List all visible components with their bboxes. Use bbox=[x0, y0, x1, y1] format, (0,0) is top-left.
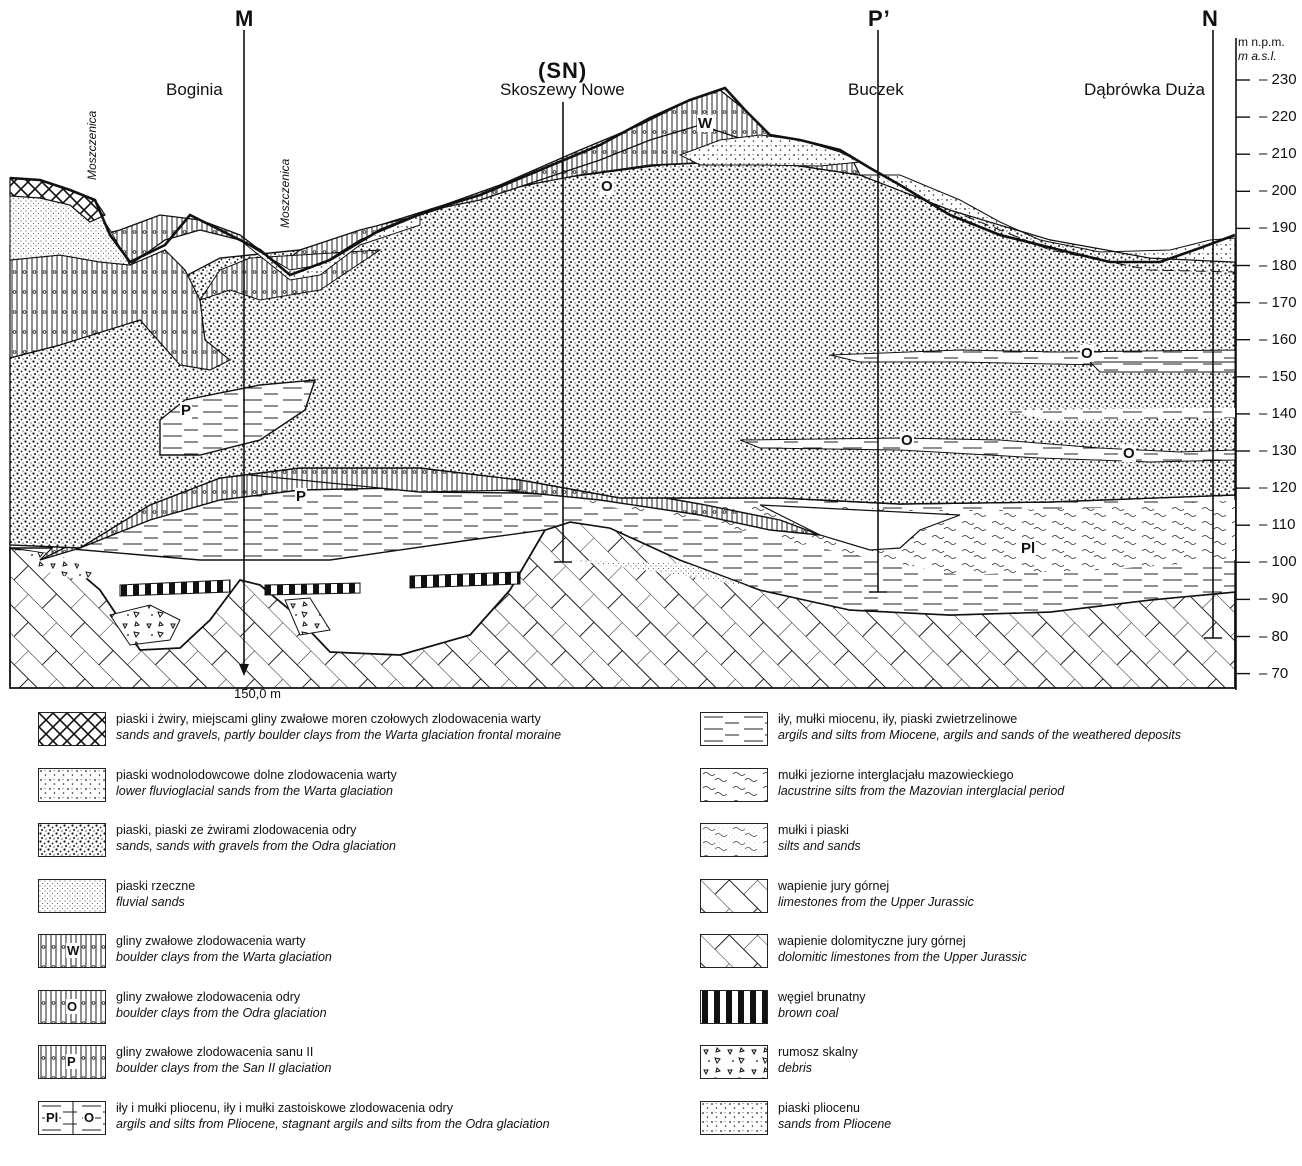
legend-swatch bbox=[38, 768, 106, 802]
legend-swatch bbox=[700, 934, 768, 968]
legend-label-en: sands, sands with gravels from the Odra … bbox=[116, 839, 396, 853]
elevation-tick-label: – 200 bbox=[1259, 182, 1297, 199]
layer-symbol-o: O bbox=[600, 178, 614, 195]
legend-label-pl: iły i mułki pliocenu, iły i mułki zastoi… bbox=[116, 1101, 453, 1115]
layer-symbol-p: P bbox=[295, 488, 307, 505]
elevation-ticks bbox=[1236, 80, 1250, 674]
section-marker-n: N bbox=[1202, 6, 1219, 32]
elevation-tick-label: – 80 bbox=[1259, 628, 1288, 645]
legend-label-pl: wapienie jury górnej bbox=[778, 879, 889, 893]
town-label-skoszewy: Skoszewy Nowe bbox=[500, 80, 625, 100]
layer-symbol-w: W bbox=[697, 115, 713, 132]
elevation-tick-label: – 90 bbox=[1259, 590, 1288, 607]
geological-cross-section bbox=[0, 0, 1302, 700]
legend-label-en: fluvial sands bbox=[116, 895, 185, 909]
river-label-moszczenica: Moszczenica bbox=[85, 111, 99, 180]
elevation-tick-label: – 210 bbox=[1259, 145, 1297, 162]
legend-label-pl: mułki jeziorne interglacjału mazowieckie… bbox=[778, 768, 1014, 782]
legend-symbol: Pl bbox=[45, 1110, 59, 1125]
legend-label-en: boulder clays from the San II glaciation bbox=[116, 1061, 331, 1075]
legend-swatch: Pl O bbox=[38, 1101, 106, 1135]
brown-coal-lens bbox=[120, 580, 230, 596]
town-label-boginia: Boginia bbox=[166, 80, 223, 100]
elevation-tick-label: – 130 bbox=[1259, 442, 1297, 459]
layer-symbol-p: P bbox=[180, 402, 192, 419]
legend-label-pl: rumosz skalny bbox=[778, 1045, 858, 1059]
legend-label-pl: piaski rzeczne bbox=[116, 879, 195, 893]
legend-symbol: P bbox=[66, 1054, 77, 1069]
legend-label-pl: piaski, piaski ze żwirami zlodowacenia o… bbox=[116, 823, 356, 837]
section-marker-m: M bbox=[235, 6, 254, 32]
scale-unit-en: m a.s.l. bbox=[1238, 50, 1277, 63]
legend-swatch bbox=[38, 823, 106, 857]
legend-label-pl: węgiel brunatny bbox=[778, 990, 866, 1004]
legend-label-en: lacustrine silts from the Mazovian inter… bbox=[778, 784, 1064, 798]
layer-symbol-o: O bbox=[1080, 345, 1094, 362]
legend-swatch bbox=[700, 879, 768, 913]
elevation-tick-label: – 100 bbox=[1259, 553, 1297, 570]
legend-label-pl: mułki i piaski bbox=[778, 823, 849, 837]
layer-symbol-pl: Pl bbox=[1020, 540, 1036, 557]
legend-swatch bbox=[700, 1101, 768, 1135]
legend-swatch: P bbox=[38, 1045, 106, 1079]
elevation-tick-label: – 170 bbox=[1259, 294, 1297, 311]
legend-label-en: sands and gravels, partly boulder clays … bbox=[116, 728, 561, 742]
elevation-tick-label: – 160 bbox=[1259, 331, 1297, 348]
legend-symbol: O bbox=[83, 1110, 95, 1125]
elevation-tick-label: – 190 bbox=[1259, 219, 1297, 236]
legend-label-pl: piaski pliocenu bbox=[778, 1101, 860, 1115]
elevation-tick-label: – 140 bbox=[1259, 405, 1297, 422]
legend-label-en: silts and sands bbox=[778, 839, 861, 853]
legend-swatch bbox=[700, 990, 768, 1024]
legend-swatch: O bbox=[38, 990, 106, 1024]
legend-label-en: dolomitic limestones from the Upper Jura… bbox=[778, 950, 1027, 964]
legend-label-en: argils and silts from Miocene, argils an… bbox=[778, 728, 1181, 742]
scale-unit-pl: m n.p.m. bbox=[1238, 36, 1285, 49]
elevation-tick-label: – 110 bbox=[1259, 516, 1295, 533]
legend-label-en: argils and silts from Pliocene, stagnant… bbox=[116, 1117, 550, 1131]
legend-label-pl: gliny zwałowe zlodowacenia odry bbox=[116, 990, 300, 1004]
elevation-tick-label: – 120 bbox=[1259, 479, 1297, 496]
legend-swatch: W bbox=[38, 934, 106, 968]
brown-coal-lens bbox=[265, 583, 360, 595]
legend-label-pl: piaski i żwiry, miejscami gliny zwałowe … bbox=[116, 712, 541, 726]
legend-label-en: boulder clays from the Warta glaciation bbox=[116, 950, 332, 964]
layer-symbol-o: O bbox=[1122, 445, 1136, 462]
legend-label-pl: piaski wodnolodowcowe dolne zlodowacenia… bbox=[116, 768, 397, 782]
legend-label-pl: wapienie dolomityczne jury górnej bbox=[778, 934, 966, 948]
borehole-depth-label: 150,0 m bbox=[234, 686, 281, 701]
legend-swatch bbox=[38, 879, 106, 913]
brown-coal-lens bbox=[410, 572, 520, 588]
section-marker-p: P’ bbox=[868, 6, 891, 32]
town-label-dabrowka: Dąbrówka Duża bbox=[1084, 80, 1205, 100]
legend-label-en: sands from Pliocene bbox=[778, 1117, 891, 1131]
legend-symbol: W bbox=[66, 943, 80, 958]
elevation-tick-label: – 220 bbox=[1259, 108, 1297, 125]
legend-swatch bbox=[700, 823, 768, 857]
legend-label-pl: gliny zwałowe zlodowacenia warty bbox=[116, 934, 306, 948]
legend-swatch bbox=[700, 1045, 768, 1079]
legend-label-en: lower fluvioglacial sands from the Warta… bbox=[116, 784, 393, 798]
elevation-tick-label: – 70 bbox=[1259, 665, 1288, 682]
layer-symbol-o: O bbox=[900, 432, 914, 449]
legend-label-en: brown coal bbox=[778, 1006, 838, 1020]
legend-label-en: boulder clays from the Odra glaciation bbox=[116, 1006, 327, 1020]
town-label-buczek: Buczek bbox=[848, 80, 904, 100]
elevation-tick-label: – 150 bbox=[1259, 368, 1297, 385]
legend-swatch bbox=[700, 768, 768, 802]
legend-symbol: O bbox=[66, 999, 78, 1014]
legend-label-pl: gliny zwałowe zlodowacenia sanu II bbox=[116, 1045, 313, 1059]
legend-label-en: limestones from the Upper Jurassic bbox=[778, 895, 974, 909]
legend-label-en: debris bbox=[778, 1061, 812, 1075]
legend-swatch bbox=[700, 712, 768, 746]
elevation-tick-label: – 180 bbox=[1259, 257, 1297, 274]
river-label-moszczenica: Moszczenica bbox=[278, 159, 292, 228]
legend-swatch bbox=[38, 712, 106, 746]
elevation-tick-label: – 230 bbox=[1259, 71, 1297, 88]
legend-label-pl: iły, mułki miocenu, iły, piaski zwietrze… bbox=[778, 712, 1017, 726]
